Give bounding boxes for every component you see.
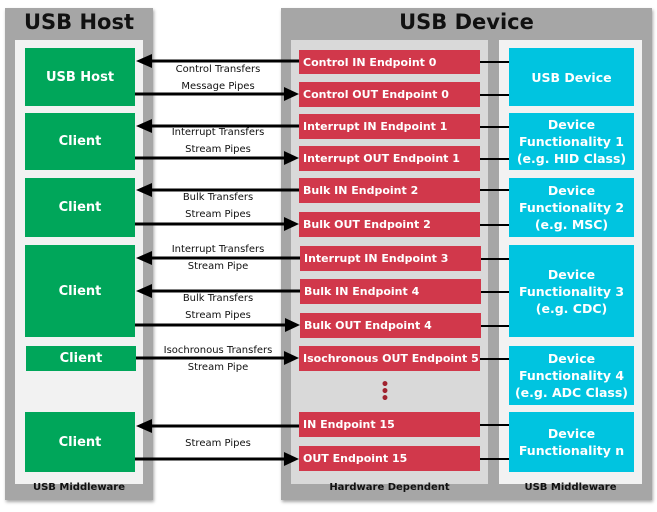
connector-line: [480, 224, 509, 226]
connector-line: [481, 291, 509, 293]
usb-device-title: USB Device: [399, 10, 534, 34]
transfer-type: Bulk Transfers: [182, 192, 254, 203]
function-line: Functionality 3: [518, 283, 625, 299]
connector-line: [480, 158, 509, 160]
connector-line: [480, 458, 509, 460]
function-line: Device: [547, 426, 596, 441]
function-line: (e.g. CDC): [535, 300, 608, 316]
arrow-bulk-out-4: [135, 318, 300, 332]
function-device-2[interactable]: Device Functionality 2 (e.g. MSC): [509, 178, 634, 237]
pipe-type: Message Pipes: [181, 81, 255, 92]
pipe-type: Stream Pipe: [187, 261, 249, 272]
arrow-interrupt-in-3: [136, 251, 300, 265]
endpoint-control-out-0[interactable]: Control OUT Endpoint 0: [299, 82, 480, 107]
arrow-interrupt-in-1: [136, 119, 299, 133]
pipe-type: Stream Pipes: [185, 144, 251, 155]
endpoint-in-15[interactable]: IN Endpoint 15: [299, 412, 480, 437]
function-line: Functionality n: [518, 443, 625, 458]
function-device-4[interactable]: Device Functionality 4 (e.g. ADC Class): [509, 346, 634, 405]
function-line: Functionality 1: [518, 134, 625, 149]
transfer-label-bulk-4: Bulk Transfers Stream Pipes: [150, 290, 286, 324]
function-line: Functionality 4: [518, 368, 625, 383]
connector-line: [480, 189, 509, 191]
arrow-out-15: [135, 452, 299, 466]
transfer-type: Interrupt Transfers: [171, 127, 265, 138]
arrow-bulk-in-2: [136, 183, 299, 197]
connector-line: [480, 126, 509, 128]
transfer-label-interrupt-1: Interrupt Transfers Stream Pipes: [150, 124, 286, 158]
pipe-type: Stream Pipe: [187, 362, 249, 373]
function-device-3[interactable]: Device Functionality 3 (e.g. CDC): [509, 245, 634, 337]
arrow-bulk-out-2: [135, 217, 299, 231]
transfer-label-bulk-2: Bulk Transfers Stream Pipes: [150, 189, 286, 223]
arrow-control-in: [136, 54, 299, 68]
transfer-type: Interrupt Transfers: [171, 244, 265, 255]
endpoint-bulk-in-4[interactable]: Bulk IN Endpoint 4: [300, 279, 481, 304]
arrow-in-15: [136, 419, 299, 433]
transfer-type: Isochronous Transfers: [163, 345, 273, 356]
endpoint-bulk-in-2[interactable]: Bulk IN Endpoint 2: [299, 178, 480, 203]
endpoint-control-in-0[interactable]: Control IN Endpoint 0: [299, 50, 480, 74]
function-line: (e.g. HID Class): [516, 151, 627, 166]
function-line: USB Device: [531, 69, 612, 85]
arrow-control-out: [135, 87, 299, 101]
function-device-1[interactable]: Device Functionality 1 (e.g. HID Class): [509, 113, 634, 170]
host-middleware-label: USB Middleware: [32, 482, 126, 493]
arrow-isochronous-out-5: [136, 351, 299, 365]
function-line: Device: [547, 117, 596, 132]
transfer-label-stream: Stream Pipes: [150, 435, 286, 452]
host-box-client-5[interactable]: Client: [25, 412, 135, 472]
endpoint-interrupt-out-1[interactable]: Interrupt OUT Endpoint 1: [299, 146, 480, 171]
pipe-type: Stream Pipes: [185, 209, 251, 220]
host-box-client-3[interactable]: Client: [25, 245, 135, 337]
usb-host-title: USB Host: [23, 10, 135, 34]
host-box-client-2[interactable]: Client: [25, 178, 135, 237]
endpoint-isochronous-out-5[interactable]: Isochronous OUT Endpoint 5: [299, 346, 480, 371]
connector-line: [480, 424, 509, 426]
host-box-client-4[interactable]: Client: [26, 346, 136, 371]
function-usb-device[interactable]: USB Device: [509, 48, 634, 106]
transfer-label-isochronous: Isochronous Transfers Stream Pipe: [150, 342, 286, 376]
connector-line: [480, 94, 509, 96]
host-box-client-1[interactable]: Client: [25, 113, 135, 170]
connector-line: [481, 325, 509, 327]
function-line: (e.g. ADC Class): [514, 385, 629, 400]
arrow-interrupt-out-1: [135, 151, 299, 165]
ellipsis-icon: •••: [380, 377, 390, 407]
device-middleware-label: USB Middleware: [524, 482, 617, 493]
connector-line: [480, 61, 509, 63]
endpoint-interrupt-in-3[interactable]: Interrupt IN Endpoint 3: [300, 246, 481, 271]
endpoint-bulk-out-4[interactable]: Bulk OUT Endpoint 4: [300, 313, 481, 338]
endpoint-out-15[interactable]: OUT Endpoint 15: [299, 446, 480, 471]
function-line: Device: [547, 183, 596, 198]
connector-line: [481, 258, 509, 260]
pipe-type: Stream Pipes: [185, 438, 251, 449]
transfer-type: Control Transfers: [175, 64, 261, 75]
function-line: (e.g. MSC): [534, 217, 609, 232]
transfer-label-interrupt-3: Interrupt Transfers Stream Pipe: [150, 241, 286, 275]
hardware-dependent-label: Hardware Dependent: [329, 482, 450, 493]
function-line: Device: [547, 351, 596, 366]
endpoint-bulk-out-2[interactable]: Bulk OUT Endpoint 2: [299, 212, 480, 237]
function-device-n[interactable]: Device Functionality n: [509, 412, 634, 472]
connector-line: [480, 358, 509, 360]
function-line: Functionality 2: [518, 200, 625, 215]
host-box-usb-host[interactable]: USB Host: [25, 48, 135, 106]
arrow-bulk-in-4: [136, 284, 300, 298]
function-line: Device: [547, 266, 596, 282]
endpoint-interrupt-in-1[interactable]: Interrupt IN Endpoint 1: [299, 114, 480, 139]
transfer-label-control: Control Transfers Message Pipes: [150, 61, 286, 95]
transfer-type: Bulk Transfers: [182, 293, 254, 304]
pipe-type: Stream Pipes: [185, 310, 251, 321]
